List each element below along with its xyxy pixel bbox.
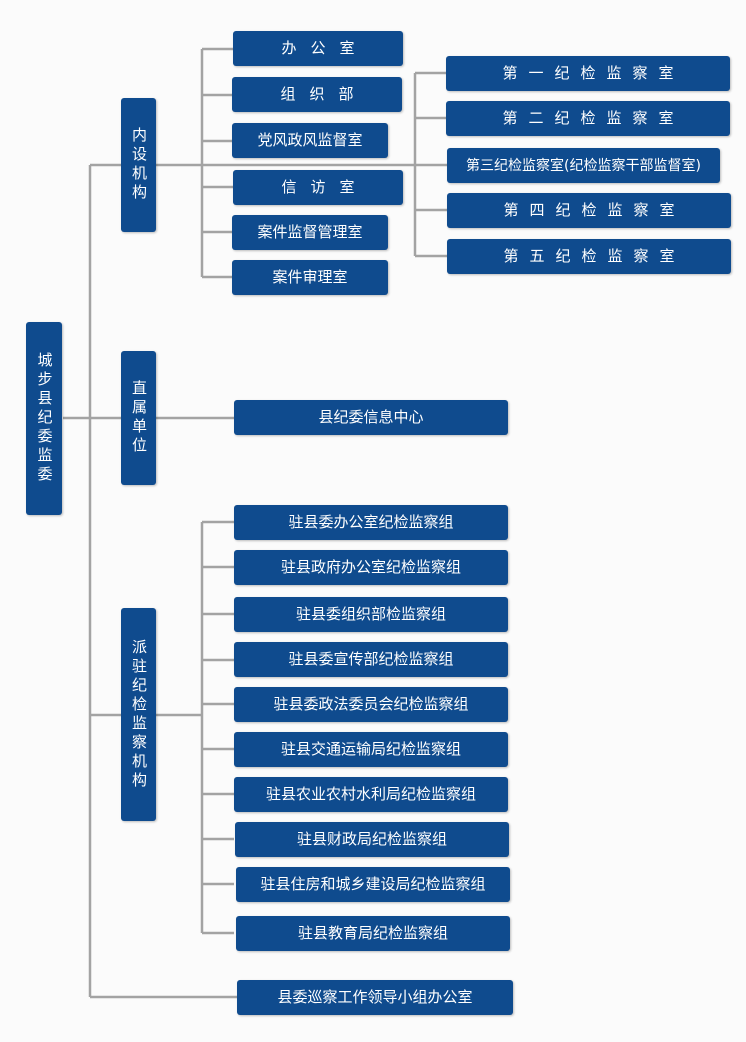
office-node: 党风政风监督室 — [232, 123, 388, 158]
branch-dispatched-label: 派驻纪检监察机构 — [130, 638, 148, 791]
office-node: 办公室 — [233, 31, 403, 66]
group-label: 驻县委组织部检监察组 — [295, 605, 446, 623]
office-label: 党风政风监督室 — [257, 131, 363, 149]
office-node: 信访室 — [233, 170, 403, 205]
room-node: 第二纪检监察室 — [446, 101, 730, 136]
group-label: 驻县财政局纪检监察组 — [296, 830, 447, 848]
group-label: 驻县住房和城乡建设局纪检监察组 — [260, 875, 486, 893]
office-node: 案件监督管理室 — [232, 215, 388, 250]
unit-node: 县纪委信息中心 — [234, 400, 508, 435]
group-node: 驻县农业农村水利局纪检监察组 — [234, 777, 508, 812]
branch-direct: 直属单位 — [121, 351, 156, 485]
unit-label: 县纪委信息中心 — [318, 408, 424, 426]
group-label: 驻县政府办公室纪检监察组 — [280, 558, 461, 576]
group-node: 驻县财政局纪检监察组 — [235, 822, 509, 857]
group-node: 驻县交通运输局纪检监察组 — [234, 732, 508, 767]
root-label: 城步县纪委监委 — [35, 352, 54, 485]
inspection-node: 县委巡察工作领导小组办公室 — [237, 980, 513, 1015]
office-label: 案件监督管理室 — [257, 223, 363, 241]
office-label: 组织部 — [280, 85, 368, 103]
room-node: 第五纪检监察室 — [447, 239, 731, 274]
group-node: 驻县委办公室纪检监察组 — [234, 505, 508, 540]
office-label: 办公室 — [281, 39, 369, 57]
group-label: 驻县委办公室纪检监察组 — [288, 513, 454, 531]
office-label: 信访室 — [281, 178, 369, 196]
group-node: 驻县住房和城乡建设局纪检监察组 — [236, 867, 510, 902]
office-node: 组织部 — [232, 77, 402, 112]
group-label: 驻县委宣传部纪检监察组 — [288, 650, 454, 668]
group-node: 驻县委宣传部纪检监察组 — [234, 642, 508, 677]
group-node: 驻县委组织部检监察组 — [234, 597, 508, 632]
room-label: 第四纪检监察室 — [503, 201, 686, 219]
group-node: 驻县教育局纪检监察组 — [236, 916, 510, 951]
branch-direct-label: 直属单位 — [130, 380, 148, 456]
room-label: 第一纪检监察室 — [502, 64, 685, 82]
branch-internal-label: 内设机构 — [130, 127, 148, 203]
group-label: 驻县委政法委员会纪检监察组 — [273, 695, 469, 713]
office-label: 案件审理室 — [272, 268, 348, 286]
room-node: 第一纪检监察室 — [446, 56, 730, 91]
group-label: 驻县交通运输局纪检监察组 — [280, 740, 461, 758]
group-node: 驻县政府办公室纪检监察组 — [234, 550, 508, 585]
group-label: 驻县教育局纪检监察组 — [297, 924, 448, 942]
room-node: 第三纪检监察室(纪检监察干部监督室) — [447, 148, 720, 183]
group-label: 驻县农业农村水利局纪检监察组 — [265, 785, 476, 803]
room-label: 第三纪检监察室(纪检监察干部监督室) — [466, 157, 701, 174]
inspection-label: 县委巡察工作领导小组办公室 — [277, 988, 473, 1006]
group-node: 驻县委政法委员会纪检监察组 — [234, 687, 508, 722]
root-node: 城步县纪委监委 — [26, 322, 62, 515]
branch-dispatched: 派驻纪检监察机构 — [121, 608, 156, 821]
branch-internal: 内设机构 — [121, 98, 156, 232]
room-label: 第五纪检监察室 — [503, 247, 686, 265]
room-node: 第四纪检监察室 — [447, 193, 731, 228]
room-label: 第二纪检监察室 — [502, 109, 685, 127]
office-node: 案件审理室 — [232, 260, 388, 295]
